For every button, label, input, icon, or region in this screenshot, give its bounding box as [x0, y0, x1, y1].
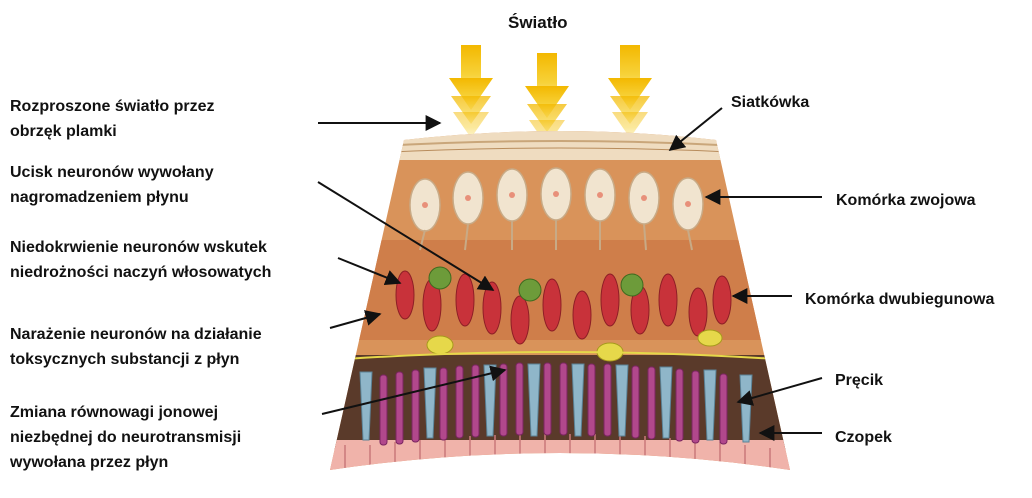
- retina-cross-section: [320, 120, 800, 480]
- light-arrows: [449, 45, 652, 146]
- light-arrow-3: [608, 45, 652, 138]
- light-arrow-1: [449, 45, 493, 138]
